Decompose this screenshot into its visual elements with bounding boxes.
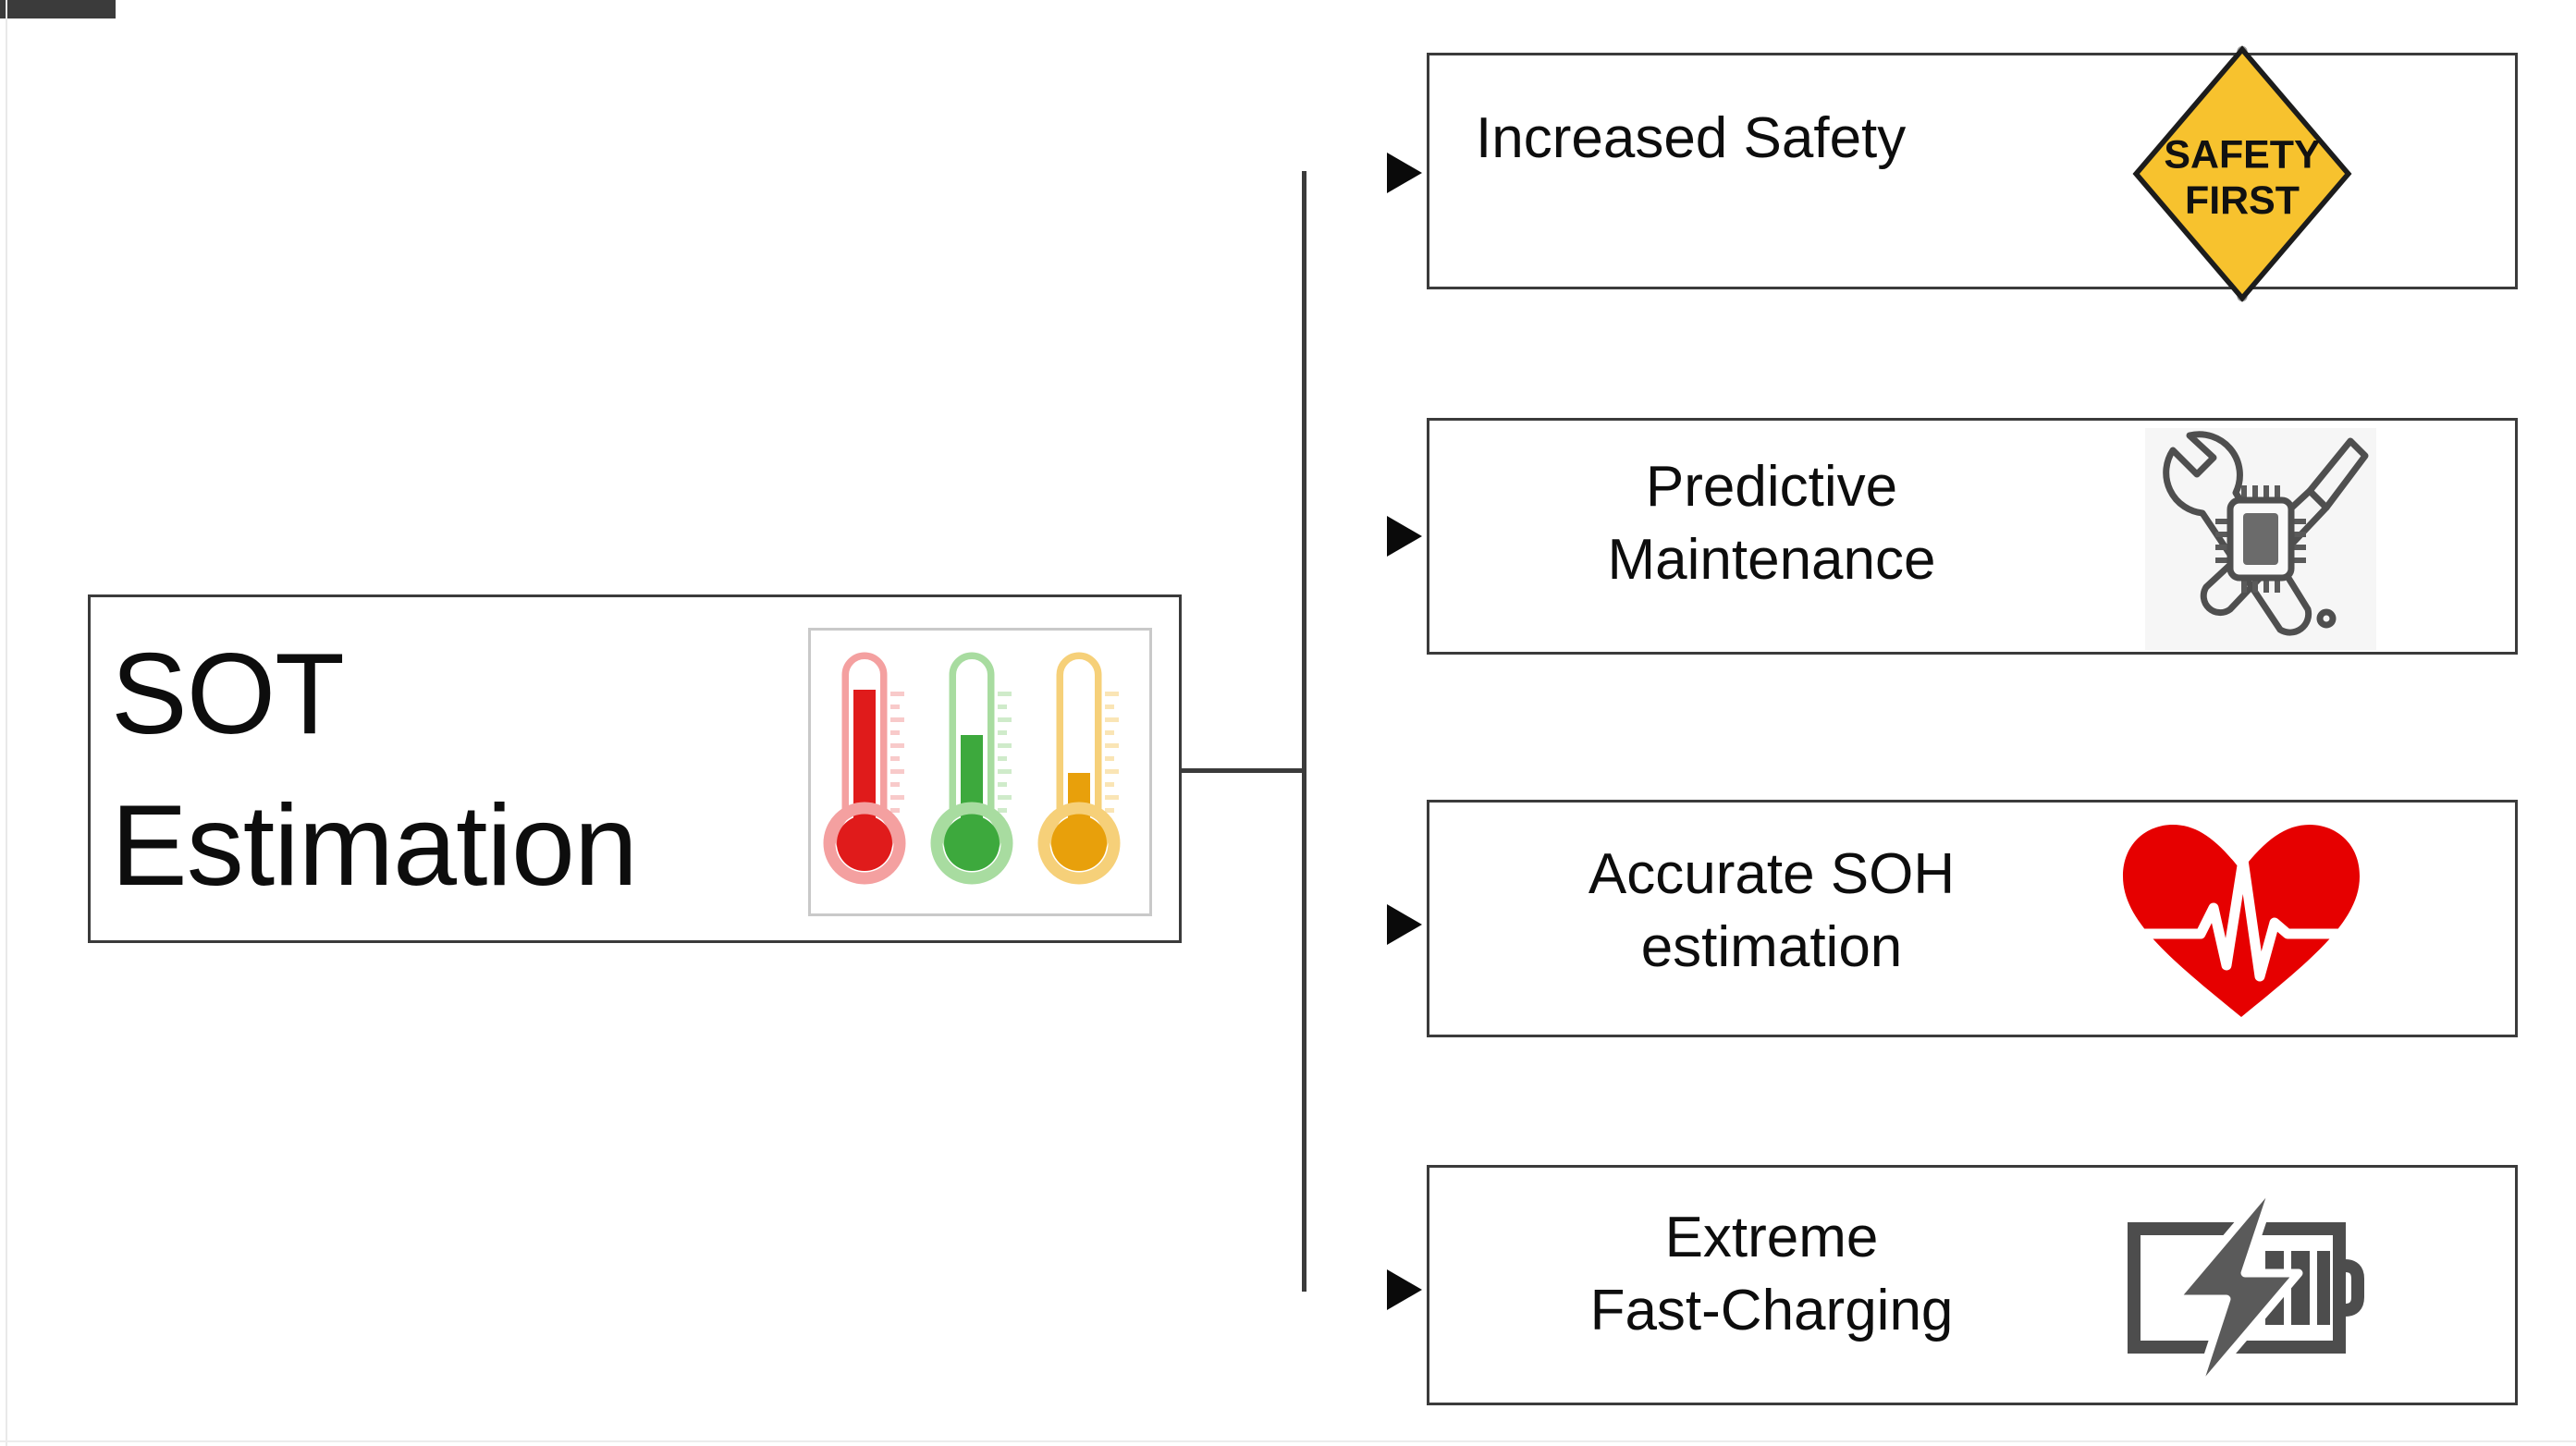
benefit-box-accurate-soh-estimation[interactable]: Accurate SOH estimation [1427,800,2518,1037]
sot-estimation-box[interactable]: SOT Estimation [88,594,1182,943]
page-edge-bottom [0,1440,2576,1442]
thermometer-green-icon [930,652,1013,885]
benefit-label-accurate-soh-estimation: Accurate SOH estimation [1588,842,1956,980]
sot-label-line2: Estimation [111,781,638,910]
thermometer-orange-icon [1037,652,1121,885]
connector-branch-3 [0,9,116,14]
safety-first-diamond-sign-icon: SAFETY FIRST [2132,45,2352,302]
page-edge-left [6,0,7,1446]
connector-branch-2 [0,5,116,9]
connector-branch-1 [0,0,116,5]
connector-trunk-vertical [1302,171,1306,1292]
sot-estimation-label: SOT Estimation [111,619,814,922]
benefit-label-predictive-maintenance: Predictive Maintenance [1607,455,1936,593]
benefit-label-increased-safety: Increased Safety [1476,106,1907,170]
thermometer-red-icon [823,652,906,885]
safety-icon-text-line2: FIRST [2185,178,2300,223]
heart-ecg-pulse-icon [2117,825,2365,1017]
wrench-screwdriver-chip-icon [2145,428,2376,650]
benefit-label-extreme-fast-charging: Extreme Fast-Charging [1589,1206,1954,1343]
arrow-head-1 [1387,153,1422,193]
benefit-box-increased-safety[interactable]: Increased Safety SAFETY FIRST [1427,45,2518,302]
battery-lightning-bolt-icon [2128,1174,2364,1400]
arrow-head-3 [1387,904,1422,945]
benefit-box-predictive-maintenance[interactable]: Predictive Maintenance [1427,418,2518,655]
connector-stem-horizontal [1182,768,1304,773]
sot-label-line1: SOT [111,631,345,758]
three-thermometers-icon [808,628,1152,916]
benefit-box-extreme-fast-charging[interactable]: Extreme Fast-Charging [1427,1165,2518,1405]
arrow-head-2 [1387,516,1422,557]
safety-icon-text-line1: SAFETY [2164,132,2320,177]
arrow-head-4 [1387,1269,1422,1310]
connector-branch-4 [0,14,116,18]
